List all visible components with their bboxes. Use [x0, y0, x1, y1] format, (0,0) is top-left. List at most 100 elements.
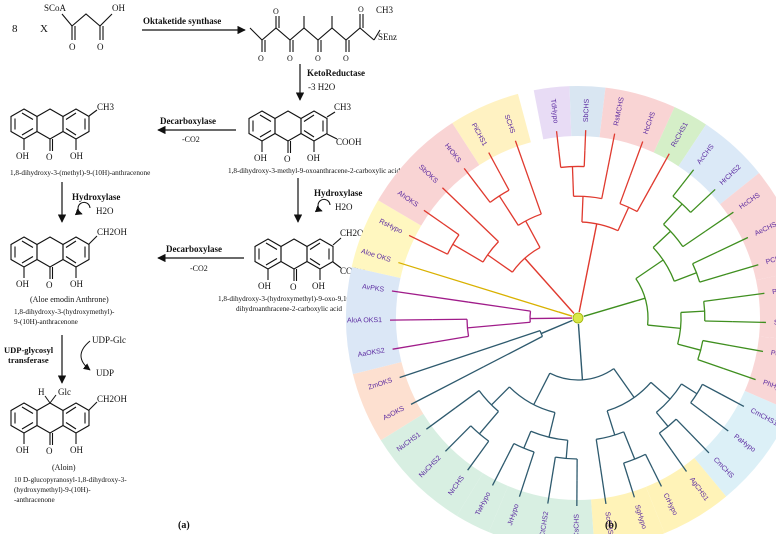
tree-branch [551, 457, 556, 479]
leaf-label: SbCHS [583, 98, 591, 122]
tree-branch [690, 201, 703, 213]
clade-sector [533, 86, 572, 140]
tree-branch [606, 381, 652, 412]
tree-branch [692, 263, 701, 283]
tree-branch [655, 411, 669, 427]
tree-branch [622, 462, 630, 479]
tree-branch [491, 462, 505, 486]
tree-branch [623, 453, 646, 464]
svg-text:O: O [46, 280, 53, 290]
svg-text:OH: OH [258, 281, 271, 291]
compound-c4: CH2OH OH O OH (Aloe emodin Anthrone) 1,8… [10, 227, 128, 326]
compound-c3-name-line1: 1,8-dihydroxy-3-(hydroxymethyl)-9-oxo-9,… [218, 295, 353, 303]
svg-text:-CO2: -CO2 [190, 264, 208, 273]
octaketide-senz: SEnz [378, 32, 397, 42]
malonyl-coa-structure [61, 13, 113, 40]
tree-branch [468, 301, 531, 312]
tree-branch [467, 453, 480, 471]
clade-sector [488, 486, 594, 534]
tree-branch [523, 431, 532, 449]
clade-sector [456, 473, 509, 533]
leaf-label: CsCHS [574, 514, 581, 534]
tree-branch [623, 431, 636, 460]
tree-branch [477, 186, 491, 203]
tree-branch [583, 297, 646, 317]
tree-branch [658, 418, 677, 434]
tree-branch [682, 230, 706, 248]
tree-branch [524, 257, 575, 314]
tree-branch [663, 223, 684, 247]
tree-branch [525, 220, 541, 248]
step-decarboxylase-1: Decarboxylase -CO2 [157, 116, 236, 144]
tree-branch [652, 468, 663, 487]
step-udp-glycosyltransferase: UDP-glycosyl transferase UDP-Glc UDP [4, 335, 126, 384]
stoich-x: X [40, 23, 48, 35]
tree-branch [476, 330, 541, 353]
svg-text:O: O [284, 154, 291, 164]
tree-branch [529, 180, 542, 215]
tree-branch [663, 203, 683, 225]
tree-branch [555, 131, 560, 152]
svg-text:UDP-glycosyl: UDP-glycosyl [4, 345, 54, 355]
octaketide-ch3: CH3 [376, 5, 394, 15]
tree-branch [398, 261, 560, 313]
tree-branch [558, 311, 573, 317]
tree-branch [681, 169, 695, 185]
octaketide-structure [249, 14, 381, 52]
tree-branch [697, 358, 725, 370]
tree-branch [644, 453, 654, 470]
tree-branch [511, 247, 541, 273]
svg-text:CH3: CH3 [97, 102, 115, 112]
tree-branch [690, 433, 710, 454]
tree-branch [732, 320, 766, 324]
tree-branch [488, 152, 501, 174]
clade-sector [744, 336, 776, 405]
svg-text:O: O [273, 7, 279, 16]
tree-branch [672, 195, 692, 213]
clade-sector [599, 87, 675, 153]
tree-branch [470, 425, 490, 442]
leaf-label: SBHypo [774, 319, 776, 327]
tree-branch [720, 393, 745, 407]
svg-text:H: H [38, 387, 45, 397]
clade-sector [591, 486, 665, 534]
clade-sector [569, 86, 606, 138]
clade-sector [678, 124, 760, 205]
tree-branch [526, 451, 535, 473]
tree-branch [503, 443, 515, 463]
svg-text:CH2OH: CH2OH [340, 228, 371, 238]
svg-text:O: O [46, 152, 53, 162]
svg-text:COOH: COOH [336, 137, 362, 147]
enzyme-oks-label: Oktaketide synthase [143, 16, 221, 26]
clade-sector [694, 390, 776, 497]
tree-branch [617, 207, 630, 231]
clade-sector [720, 172, 776, 281]
leaf-label: AvPKS [362, 284, 385, 294]
svg-text:O: O [97, 42, 104, 52]
svg-text:O: O [46, 446, 53, 456]
svg-text:OH: OH [70, 445, 83, 455]
leaf-label: ScCHS [603, 511, 613, 534]
svg-text:OH: OH [16, 151, 29, 161]
tree-branch [635, 259, 664, 280]
octaketide-intermediate: O O O O O O CH3 SEnz [249, 5, 397, 63]
svg-text:OH: OH [254, 153, 267, 163]
tree-branch [467, 321, 531, 329]
tree-branch [482, 241, 499, 263]
clade-sector [452, 93, 531, 166]
tree-branch [391, 290, 469, 303]
tree-branch [677, 343, 701, 351]
tree-branch [655, 383, 683, 413]
svg-text:Decarboxylase: Decarboxylase [160, 116, 216, 126]
tree-branch [472, 216, 499, 243]
tree-branch [730, 292, 765, 299]
svg-text:CH2OH: CH2OH [97, 227, 128, 237]
svg-text:UDP-Glc: UDP-Glc [92, 335, 126, 345]
svg-text:OH: OH [70, 279, 83, 289]
tree-branch [548, 412, 556, 438]
svg-text:Hydroxylase: Hydroxylase [72, 192, 120, 202]
tree-branch [619, 203, 638, 213]
svg-text:10 D-glucopyranosyl-1,8-dihydr: 10 D-glucopyranosyl-1,8-dihydroxy-3- [14, 476, 127, 484]
